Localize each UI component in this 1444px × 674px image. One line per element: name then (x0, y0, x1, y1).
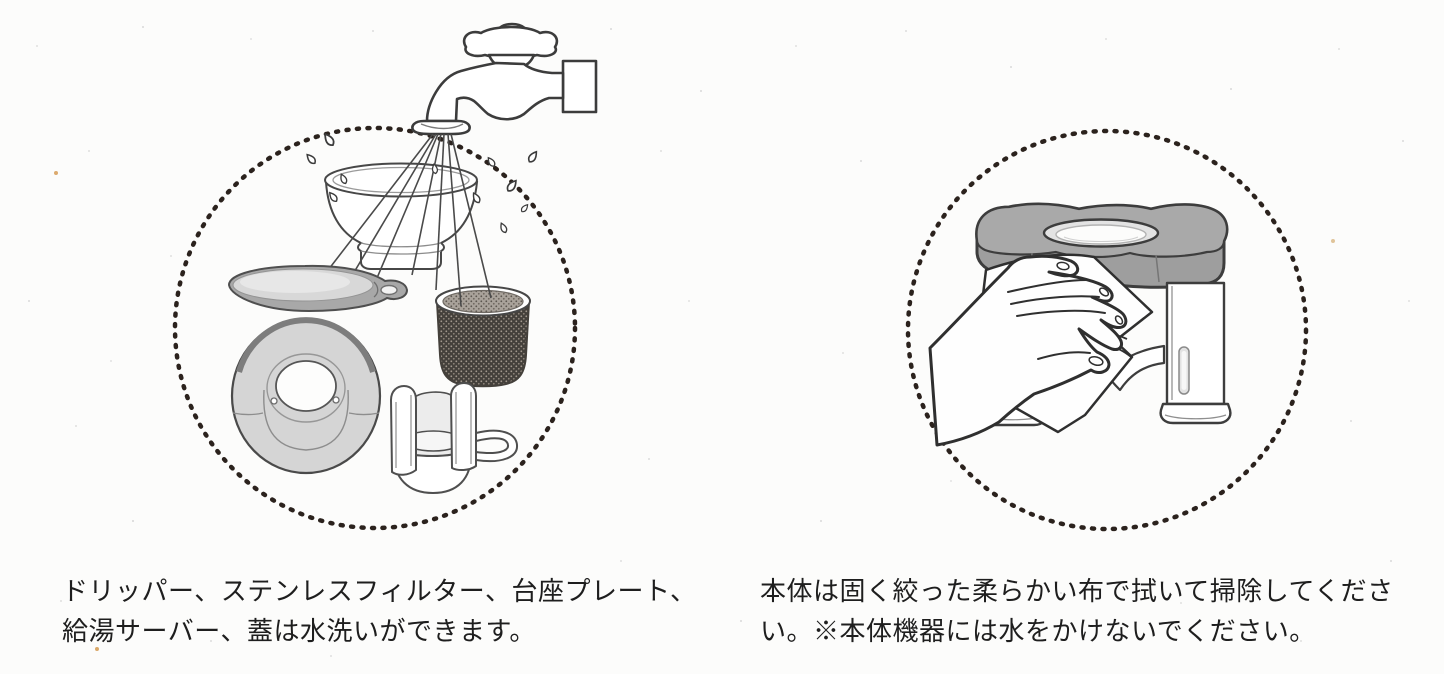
lid (227, 264, 409, 313)
dripper-bowl (324, 162, 479, 270)
caption-line: ドリッパー、ステンレスフィルター、台座プレート、 (62, 577, 697, 606)
water-droplets-icon (306, 132, 538, 234)
water-spray-into-filter-icon (447, 133, 492, 307)
server-holder (390, 382, 518, 494)
fingernail-icon (1114, 315, 1124, 325)
paper-speckles (0, 0, 2, 2)
washable-parts-illustration (172, 22, 598, 531)
dotted-circle-icon (172, 125, 578, 531)
fingernail-icon (1098, 287, 1110, 297)
hand (928, 254, 1128, 447)
caption-line: い。※本体機器には水をかけないでください。 (760, 617, 1316, 646)
machine-right-leg (1165, 281, 1226, 406)
wipe-body-illustration (905, 128, 1309, 532)
fingernail-icon (1056, 261, 1070, 271)
caption-wipe-main-body: 本体は固く絞った柔らかい布で拭いて掃除してくださ い。※本体機器には水をかけない… (760, 572, 1430, 652)
stainless-filter (435, 285, 531, 388)
dotted-circle-icon (905, 128, 1309, 532)
caption-line: 本体は固く絞った柔らかい布で拭いて掃除してくださ (760, 577, 1394, 606)
caption-line: 給湯サーバー、蓋は水洗いができます。 (62, 617, 536, 646)
thumbnail-icon (1088, 355, 1104, 367)
faucet-icon (411, 22, 598, 136)
base-plate (230, 317, 382, 475)
machine-body (975, 202, 1232, 427)
caption-washable-parts: ドリッパー、ステンレスフィルター、台座プレート、 給湯サーバー、蓋は水洗いができ… (62, 572, 722, 652)
